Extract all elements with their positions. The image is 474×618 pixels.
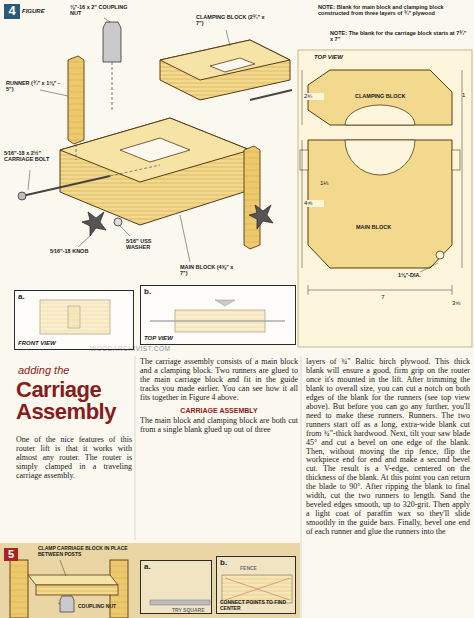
view-label: FRONT VIEW xyxy=(18,340,56,347)
dimension: 3⅝ xyxy=(452,300,472,307)
part-name: 5⁄16"-18 KNOB xyxy=(50,248,110,254)
dimension: 7 xyxy=(376,294,390,301)
part-name: 5⁄16" USS WASHER xyxy=(126,238,176,251)
body-text: layers of ¾" Baltic birch plywood. This … xyxy=(306,358,470,537)
part-name: MAIN BLOCK (4⅝" x 7") xyxy=(180,264,242,277)
inset-letter: b. xyxy=(144,288,151,297)
dimension: 4⅝ xyxy=(304,200,324,207)
part-name: MAIN BLOCK xyxy=(356,224,406,230)
figure-number: 5 xyxy=(4,548,18,561)
body-text: One of the nice features of this router … xyxy=(16,436,132,481)
part-name: RUNNER (¾" x 1⅛" - 5") xyxy=(6,80,66,93)
inset-box: a. FRONT VIEW xyxy=(14,290,134,350)
inset-box: a. xyxy=(140,560,212,614)
callout: COUPLING NUT xyxy=(78,604,128,610)
title-prefix: adding the xyxy=(18,364,128,377)
dimension: 1⅛ xyxy=(320,180,340,187)
dimension: 1 xyxy=(462,92,472,99)
view-label: TOP VIEW xyxy=(144,335,173,342)
part-name: 5⁄16"-18 x 2½" CARRIAGE BOLT xyxy=(4,150,66,163)
note: NOTE: The blank for the carriage block s… xyxy=(330,30,470,43)
inset-letter: a. xyxy=(18,293,25,302)
part-name: CLAMPING BLOCK (2¾" x 7") xyxy=(196,14,266,27)
inset-letter: b. xyxy=(220,559,227,568)
subheading: CARRIAGE ASSEMBLY xyxy=(140,407,298,415)
figure-number: 4 xyxy=(4,4,20,19)
inset-box: b. TOP VIEW xyxy=(140,285,296,345)
view-label: TOP VIEW xyxy=(314,54,374,61)
inset-letter: a. xyxy=(144,563,151,572)
part-name: ⅜"-16 x 2" COUPLING NUT xyxy=(70,4,130,17)
dimension: 1⅛"-DIA. xyxy=(398,272,448,278)
figure-label: FIGURE xyxy=(22,8,62,15)
view-label: CONNECT POINTS TO FIND CENTER xyxy=(220,600,294,611)
article-title: Carriage Assembly xyxy=(16,379,134,423)
body-text: The main block and clamping block are bo… xyxy=(140,417,298,435)
body-text: The carriage assembly consists of a main… xyxy=(140,358,298,403)
callout: CLAMP CARRIAGE BLOCK IN PLACE BETWEEN PO… xyxy=(38,546,128,558)
note: NOTE: Blank for main block and clamping … xyxy=(318,4,470,17)
dimension: 2¾ xyxy=(304,93,324,100)
inset-box: b. CONNECT POINTS TO FIND CENTER xyxy=(216,556,296,614)
part-name: CLAMPING BLOCK xyxy=(355,93,415,99)
